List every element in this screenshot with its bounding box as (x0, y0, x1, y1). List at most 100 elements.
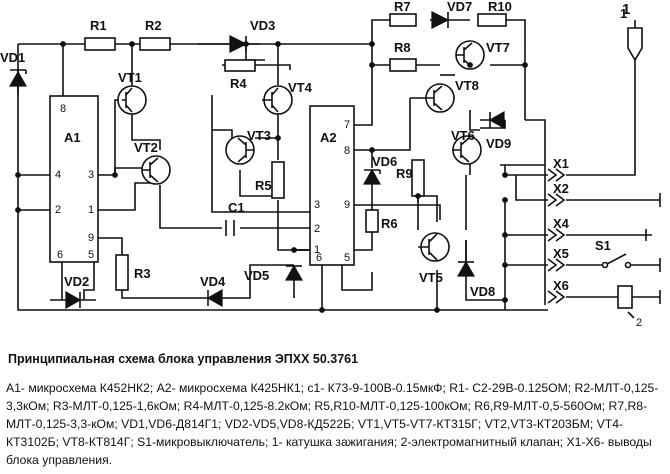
diode-vd9 (480, 110, 505, 130)
label-vt4: VT4 (288, 80, 313, 95)
label-vt7: VT7 (486, 40, 510, 55)
transistor-vt7 (455, 40, 485, 70)
a2-pin-8: 8 (344, 145, 350, 157)
label-r5: R5 (255, 178, 272, 193)
label-x1: X1 (553, 156, 569, 171)
label-r6: R6 (381, 216, 398, 231)
label-s1: S1 (595, 238, 611, 253)
a1-pin-3: 3 (88, 169, 94, 181)
transistors: VT1 VT2 VT3 VT4 VT5 VT6 VT (117, 40, 510, 285)
label-x2: X2 (553, 181, 569, 196)
label-r3: R3 (134, 266, 151, 281)
label-r2: R2 (145, 18, 162, 33)
transistor-vt8 (425, 83, 455, 113)
connector-x5 (547, 258, 566, 272)
diode-vd7 (431, 11, 450, 29)
a1-pin-4: 4 (55, 169, 61, 181)
microswitch-s1: S1 (595, 238, 632, 269)
label-vd6: VD6 (372, 154, 397, 169)
label-vd3: VD3 (250, 18, 275, 33)
label-coil: 1 (620, 6, 627, 21)
label-r7: R7 (394, 0, 411, 14)
wiring (17, 19, 660, 311)
label-r4: R4 (230, 76, 247, 91)
diode-vd6 (362, 168, 382, 198)
label-x4: X4 (553, 216, 570, 231)
label-vt3: VT3 (247, 128, 271, 143)
label-valve: 2 (636, 317, 642, 329)
figure-title: Принципиальная схема блока управления ЭП… (8, 352, 359, 366)
a2-pin-1: 1 (314, 244, 320, 256)
a1-pin-6: 6 (57, 249, 63, 261)
a1-pin-1: 1 (88, 204, 94, 216)
label-r1: R1 (90, 18, 107, 33)
ic-a2: A2 7 8 9 3 2 1 6 5 (309, 105, 355, 266)
ic-a1: A1 8 4 3 2 1 9 6 5 (49, 95, 99, 263)
label-vt1: VT1 (118, 70, 142, 85)
solenoid-valve: 2 (617, 285, 642, 329)
a2-pin-3: 3 (314, 199, 320, 211)
resistor-r5 (271, 161, 285, 199)
a1-pin-9: 9 (88, 232, 94, 244)
junction-dots (15, 41, 528, 313)
figure-number: 1 (622, 1, 630, 18)
label-vt6: VT6 (451, 128, 475, 143)
battery-plus (640, 229, 652, 241)
diode-vd8 (456, 240, 476, 277)
label-r9: R9 (396, 166, 413, 181)
diode-vd1 (8, 69, 28, 95)
label-vt2: VT2 (134, 140, 158, 155)
transistor-vt2 (141, 155, 171, 185)
capacitor-c1: C1 (225, 200, 245, 236)
a2-pin-7: 7 (344, 119, 350, 131)
circuit-schematic: A1 8 4 3 2 1 9 6 5 A2 7 8 9 3 2 1 6 5 R1… (0, 0, 661, 329)
label-a1: A1 (64, 130, 81, 145)
a1-pin-5: 5 (88, 249, 94, 261)
label-x6: X6 (553, 278, 569, 293)
figure-legend: А1- микросхема К452НК2; А2- микросхема К… (6, 381, 659, 467)
a2-pin-2: 2 (314, 223, 320, 235)
diodes: VD1 VD3 VD2 VD4 VD5 (0, 0, 511, 310)
resistor-r4 (224, 59, 256, 72)
output-connectors: X1 X2 X4 X5 X6 (547, 156, 570, 304)
diode-vd4 (198, 264, 294, 308)
resistor-r9 (411, 159, 425, 197)
label-vd9: VD9 (486, 136, 511, 151)
a2-pin-9: 9 (344, 199, 350, 211)
label-vd1: VD1 (0, 50, 25, 65)
a1-pin-2: 2 (55, 204, 61, 216)
label-c1: C1 (228, 200, 245, 215)
resistor-r10 (477, 13, 507, 27)
ignition-coil: 1 (620, 6, 643, 62)
connector-x1 (547, 168, 566, 182)
resistors: R1 R2 R4 R3 R5 R6 R7 R8 R10 R9 (84, 0, 512, 291)
connector-x6 (547, 290, 566, 304)
transistor-vt1 (117, 85, 147, 115)
label-r10: R10 (488, 0, 512, 14)
resistor-r7 (389, 13, 417, 27)
connector-x2 (547, 193, 566, 207)
label-r8: R8 (394, 40, 411, 55)
label-vd5: VD5 (244, 268, 269, 283)
connector-x4 (547, 228, 566, 242)
transistor-vt6 (452, 135, 482, 165)
resistor-r3 (115, 254, 129, 291)
resistor-r6 (365, 209, 379, 233)
transistor-vt4 (262, 85, 293, 115)
label-vd4: VD4 (200, 274, 226, 289)
label-vt5: VT5 (419, 270, 443, 285)
a1-pin-8: 8 (60, 103, 66, 115)
resistor-r2 (139, 37, 171, 51)
diode-vd2 (50, 290, 96, 310)
label-vt8: VT8 (455, 78, 479, 93)
a2-pin-6: 6 (316, 252, 322, 264)
label-a2: A2 (320, 130, 337, 145)
label-vd2: VD2 (64, 274, 89, 289)
transistor-vt5 (418, 232, 450, 262)
transistor-vt3 (225, 135, 255, 165)
resistor-r1 (84, 37, 116, 51)
label-vd7: VD7 (447, 0, 472, 14)
a2-pin-5: 5 (344, 252, 350, 264)
label-x5: X5 (553, 246, 569, 261)
resistor-r8 (389, 58, 417, 72)
